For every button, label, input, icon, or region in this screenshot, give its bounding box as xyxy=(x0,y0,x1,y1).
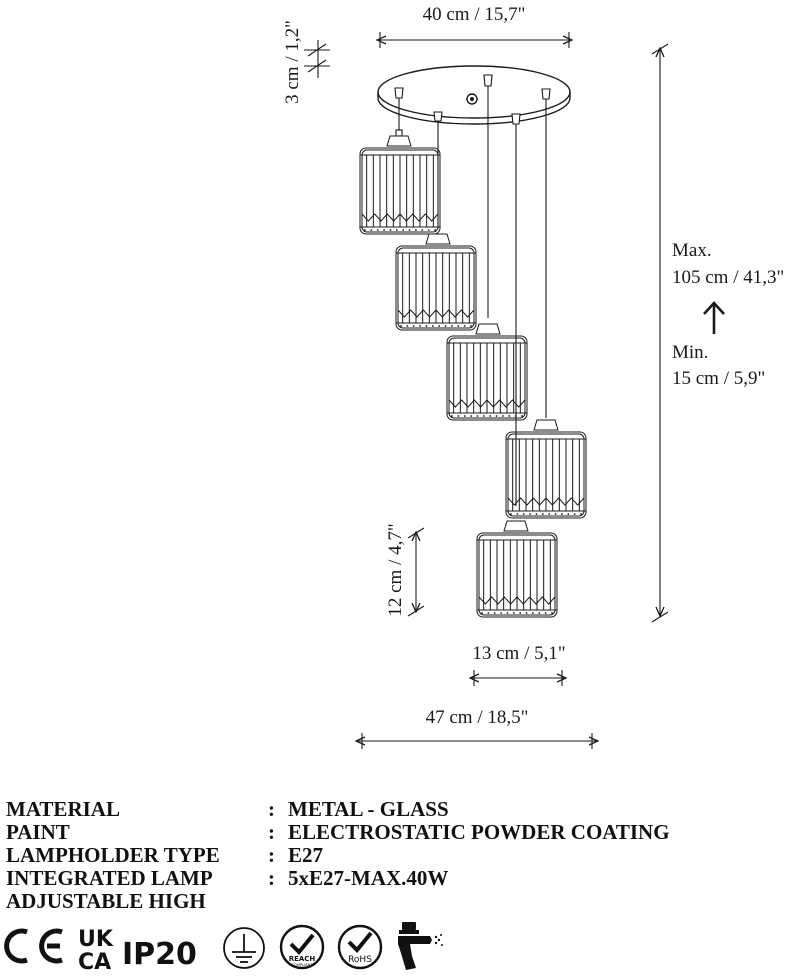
spec-separator: : xyxy=(268,843,275,867)
spec-row-lampholder: LAMPHOLDER TYPE : E27 xyxy=(6,844,796,867)
pendant-cords xyxy=(394,74,551,506)
spec-row-material: MATERIAL : METAL - GLASS xyxy=(6,798,796,821)
certification-marks: CE UK CA IP20 REACH COMPLIANT RoHS xyxy=(0,920,460,975)
ukca-bottom-text: CA xyxy=(78,950,111,975)
spec-label: INTEGRATED LAMP xyxy=(6,866,213,890)
reach-text: REACH xyxy=(289,955,316,963)
shade-height-label: 12 cm / 4,7" xyxy=(385,523,406,616)
spec-label: LAMPHOLDER TYPE xyxy=(6,843,220,867)
pendant-shades xyxy=(359,135,587,618)
max-height-value: 105 cm / 41,3" xyxy=(672,267,784,288)
min-height-value: 15 cm / 5,9" xyxy=(672,368,765,389)
spec-separator: : xyxy=(268,797,275,821)
spray-gun-icon xyxy=(398,922,443,970)
spec-value: ELECTROSTATIC POWDER COATING xyxy=(288,820,670,844)
glass-shade xyxy=(359,135,441,235)
spec-separator xyxy=(268,890,288,913)
shade-width-dimension xyxy=(470,670,566,686)
shade-width-label: 13 cm / 5,1" xyxy=(472,643,565,664)
ce-mark-icon xyxy=(4,928,63,964)
total-width-label: 47 cm / 18,5" xyxy=(426,707,529,728)
spec-value: E27 xyxy=(288,843,324,867)
rohs-text: RoHS xyxy=(348,955,372,965)
spec-value: 5xE27-MAX.40W xyxy=(288,866,449,890)
canopy-height-dimension xyxy=(304,40,330,78)
ip-rating-text: IP20 xyxy=(122,937,197,972)
reach-check-icon: REACH COMPLIANT xyxy=(279,924,325,970)
glass-shade xyxy=(505,419,587,519)
overall-height-dimension xyxy=(651,43,669,623)
spec-label: MATERIAL xyxy=(6,797,120,821)
spec-value: METAL - GLASS xyxy=(288,797,449,821)
specifications-table: MATERIAL : METAL - GLASS PAINT : ELECTRO… xyxy=(6,798,796,913)
glass-shade xyxy=(446,323,528,421)
canopy-height-label: 3 cm / 1,2" xyxy=(282,20,303,104)
rohs-check-icon: RoHS xyxy=(337,924,383,970)
glass-shade xyxy=(395,233,477,331)
canopy-width-dimension xyxy=(377,32,572,48)
spec-row-adjustable-high: ADJUSTABLE HIGH xyxy=(6,890,796,913)
spec-separator: : xyxy=(268,866,275,890)
spec-separator: : xyxy=(268,820,275,844)
adjust-arrow-up-icon xyxy=(703,301,725,334)
spec-label: PAINT xyxy=(6,820,70,844)
ground-symbol-icon xyxy=(223,927,265,969)
total-width-dimension xyxy=(356,733,598,749)
min-height-title: Min. xyxy=(672,342,708,363)
max-height-title: Max. xyxy=(672,240,712,261)
shade-height-dimension xyxy=(407,527,425,617)
spec-row-integrated-lamp: INTEGRATED LAMP : 5xE27-MAX.40W xyxy=(6,867,796,890)
ukca-mark-icon: UK CA xyxy=(78,927,114,975)
glass-shade xyxy=(476,520,558,618)
canopy-width-label: 40 cm / 15,7" xyxy=(423,4,526,25)
ceiling-canopy xyxy=(377,65,571,125)
ukca-top-text: UK xyxy=(78,927,114,952)
spec-label: ADJUSTABLE HIGH xyxy=(6,889,206,913)
ce-mark-text: CE xyxy=(0,920,2,921)
reach-sub-text: COMPLIANT xyxy=(291,963,313,967)
spec-row-paint: PAINT : ELECTROSTATIC POWDER COATING xyxy=(6,821,796,844)
